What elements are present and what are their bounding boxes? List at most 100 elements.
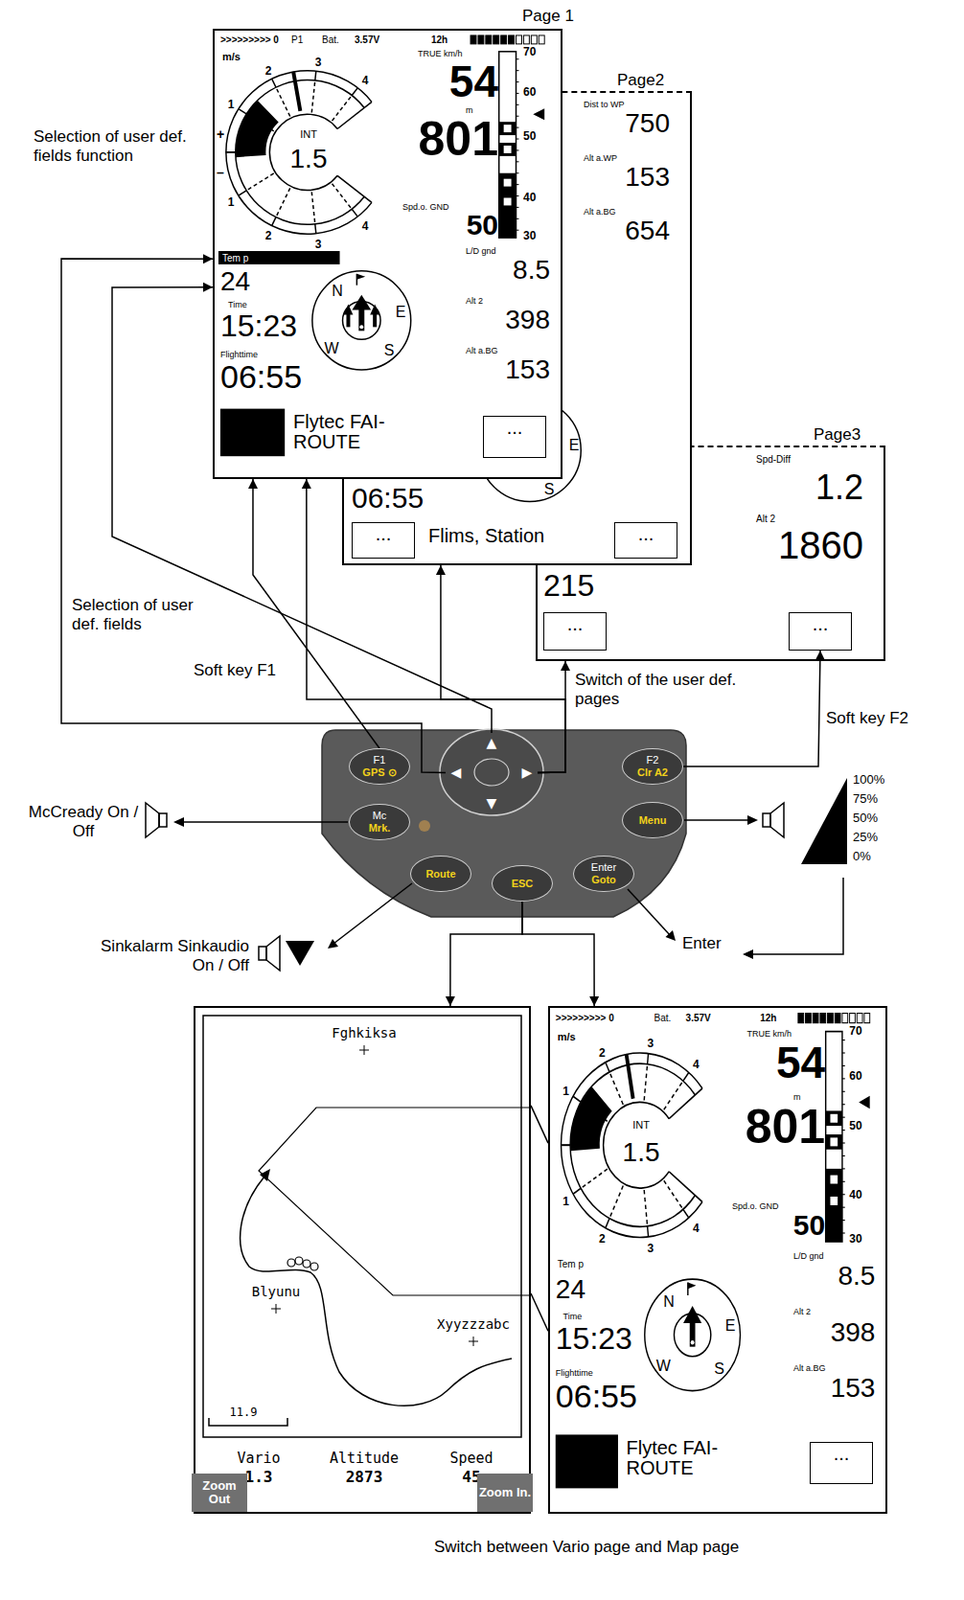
- screen-graphic: [272, 217, 276, 227]
- screen-graphic: [626, 1054, 634, 1099]
- screen-graphic: [493, 35, 500, 45]
- screen-value: 24: [555, 1276, 586, 1304]
- screen-graphic: [337, 175, 372, 203]
- annotation-label: 25%: [852, 829, 878, 846]
- screen-value: m/s: [222, 51, 241, 63]
- screen-value: Page2: [617, 71, 665, 89]
- annotation-label: 75%: [852, 791, 878, 807]
- screen-value: Bat.: [654, 1013, 672, 1024]
- zoom-button: Zoom In.: [477, 1473, 533, 1513]
- screen-graphic: [516, 229, 520, 231]
- annotation-label: 50%: [852, 810, 878, 827]
- speaker-icon: [159, 813, 167, 827]
- screen-graphic: [864, 1013, 871, 1024]
- screen-value: Alt a.WP: [583, 154, 618, 163]
- screen-value: 1.2: [815, 470, 864, 505]
- screen-graphic: [842, 1219, 846, 1221]
- screen-value: 50: [793, 1211, 826, 1240]
- screen-value: 4: [692, 1058, 700, 1071]
- screen-value: Blyunu: [252, 1285, 301, 1299]
- screen-graphic: [235, 100, 279, 158]
- screen-value: S: [384, 343, 395, 359]
- volume-wedge: [801, 778, 848, 865]
- screen-value: N: [331, 283, 344, 299]
- connector: [530, 1105, 549, 1144]
- annotation-label: Enter: [682, 934, 722, 954]
- screen-graphic: [609, 1072, 623, 1105]
- screen-value: 1860: [778, 526, 864, 565]
- screen-value: 30: [849, 1233, 862, 1245]
- screen-graphic: [842, 1065, 846, 1067]
- screen-value: 153: [504, 356, 551, 384]
- screen-value: 40: [523, 191, 536, 204]
- screen-graphic: [516, 206, 520, 208]
- screen-graphic: [516, 104, 520, 106]
- screen-value: 3: [315, 56, 322, 69]
- screen-value: 2: [265, 65, 273, 77]
- button-label: ◀: [451, 764, 462, 781]
- screen-graphic: [485, 35, 492, 45]
- screen-graphic: [499, 51, 517, 238]
- connector-line: [683, 650, 821, 767]
- screen-graphic: [690, 1340, 695, 1345]
- arrow-head: [747, 815, 758, 826]
- arrow-line: [182, 821, 348, 824]
- soft-key-box: ...: [788, 612, 852, 651]
- screen-graphic: [683, 1072, 689, 1081]
- screen-graphic: [516, 183, 520, 185]
- screen-value: Vario: [236, 1451, 280, 1467]
- screen-graphic: [842, 1155, 846, 1157]
- screen-graphic: [561, 1053, 703, 1238]
- screen-graphic: [218, 251, 341, 265]
- screen-graphic: [609, 1185, 623, 1218]
- screen-value: 12h: [431, 35, 448, 46]
- screen-graphic: [344, 304, 354, 316]
- annotation-label: 0%: [852, 849, 872, 865]
- screen-graphic: [246, 114, 275, 132]
- soft-key-box: ...: [482, 415, 547, 459]
- screen-graphic: [812, 1013, 819, 1024]
- screen-value: 06:55: [220, 360, 302, 393]
- screen-graphic: [302, 1260, 311, 1268]
- screen-value: Flims, Station: [428, 526, 545, 546]
- connector: [522, 901, 599, 1007]
- screen-graphic: [516, 115, 520, 117]
- screen-value: 60: [849, 1070, 862, 1082]
- screen-graphic: [240, 1176, 512, 1406]
- screen-value: Tem p: [557, 1260, 584, 1270]
- screen-graphic: [504, 179, 512, 187]
- screen-value: 2: [598, 1047, 606, 1059]
- vario-screen-page: Page 1>>>>>>>>> 0P1Bat.3.57V12hm/sTRUE k…: [212, 28, 563, 480]
- screen-value: 15:23: [555, 1323, 633, 1355]
- arrow-head: [203, 253, 213, 264]
- keypad-button: McMrk.: [348, 803, 411, 841]
- screen-graphic: [561, 1144, 572, 1147]
- button-label: Zoom In.: [479, 1486, 531, 1500]
- screen-graphic: [664, 1080, 684, 1110]
- screen-value: 30: [523, 229, 536, 242]
- screen-value: Speed: [449, 1451, 493, 1467]
- screen-value: Flytec FAI-ROUTE: [626, 1438, 771, 1479]
- screen-value: 12h: [759, 1013, 777, 1024]
- keypad-button: EnterGoto: [573, 855, 635, 893]
- button-label: GPS ⊙: [362, 766, 396, 780]
- button-label: Mrk.: [368, 822, 391, 835]
- screen-value: TRUE km/h: [747, 1030, 793, 1039]
- screen-graphic: [345, 313, 350, 327]
- screen-value: 654: [624, 217, 670, 245]
- button-label: ...: [812, 613, 829, 636]
- screen-value: P1: [291, 35, 303, 46]
- screen-graphic: [842, 1129, 846, 1131]
- screen-value: +: [216, 127, 225, 141]
- screen-graphic: [351, 208, 358, 217]
- screen-graphic: [647, 1226, 649, 1238]
- screen-value: 4: [362, 74, 369, 87]
- screen-graphic: [798, 1013, 804, 1024]
- arrow-key: ◀: [445, 762, 467, 783]
- screen-graphic: [826, 1169, 843, 1242]
- screen-graphic: [668, 1171, 703, 1203]
- screen-graphic: [208, 1418, 288, 1426]
- screen-graphic: [516, 172, 520, 174]
- screen-graphic: [561, 1144, 572, 1147]
- keypad-button: F1GPS ⊙: [348, 748, 411, 785]
